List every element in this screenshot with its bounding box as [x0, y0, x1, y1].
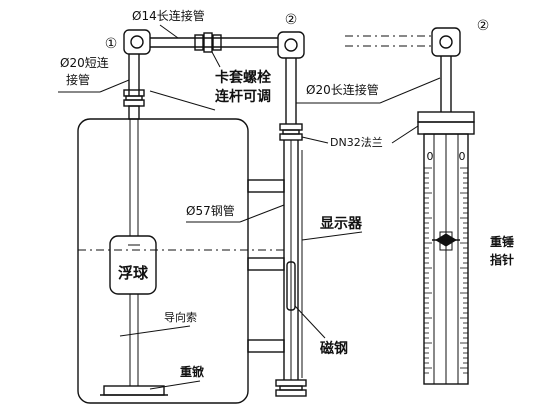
pipe-14-label: Ø14长连接管 [132, 8, 205, 23]
clamp-bolt-label-1: 卡套螺栓 [215, 69, 271, 86]
pivot-2-left-hole [284, 38, 298, 52]
weight-anchor [103, 385, 165, 396]
bottom-flange-top [275, 379, 307, 387]
tank-nozzle [128, 105, 140, 120]
clamp-bolt-leader-top [211, 51, 221, 68]
float-ball-label: 浮球 [118, 264, 149, 282]
display-flange-top [279, 123, 303, 131]
clamp-bolt-body [203, 32, 213, 53]
steel-pipe-leader [239, 204, 285, 223]
bracket-lower [247, 339, 285, 353]
flange-label: DN32法兰 [330, 135, 383, 149]
display-label: 显示器 [320, 216, 363, 232]
clamp-bolt-leader-left [149, 90, 216, 111]
marker-circle-2-right: ② [477, 18, 490, 34]
weight-pointer-label-2: 指针 [490, 252, 514, 267]
clamp-bolt-nut-right [212, 34, 222, 51]
display-leader [301, 231, 363, 241]
pivot-1-hole [130, 35, 144, 49]
weight-anchor-leader [149, 380, 201, 390]
tank-body [77, 118, 249, 404]
pipe-20-short-label-1: Ø20短连 [60, 55, 109, 70]
weight-pointer-label-1: 重锤 [490, 234, 514, 249]
magnetic-steel [286, 261, 296, 311]
clamp-bolt-nut-left [194, 34, 204, 51]
guide-cable-leader [119, 325, 191, 337]
tank-top-flange-top [123, 89, 145, 97]
tank-top-flange-bottom [123, 99, 145, 107]
pivot-2-left-block [277, 31, 305, 59]
magnetic-steel-leader [294, 305, 326, 339]
bottom-flange-bottom [275, 389, 307, 397]
pipe-20-short-label-2: 接管 [66, 72, 90, 87]
scale-zero-left: 0 [427, 150, 434, 163]
marker-circle-1: ① [105, 36, 118, 52]
pivot-2-right-hole [439, 35, 453, 49]
bracket-middle [247, 257, 285, 271]
pivot-2-right-block [431, 27, 461, 57]
pipe-20-long-leader-right [379, 77, 441, 104]
flange-leader-left [301, 136, 329, 144]
weight-pointer-frame [439, 231, 453, 251]
right-flange-top [417, 111, 475, 123]
right-flange-bottom [417, 121, 475, 135]
guide-cable-label: 导向索 [164, 310, 197, 324]
weight-anchor-label: 重锨 [180, 364, 204, 379]
magnetic-steel-label: 磁钢 [320, 340, 348, 357]
steel-pipe-label: Ø57钢管 [186, 203, 235, 218]
display-flange-bottom [279, 133, 303, 141]
pipe-20-short-leader [99, 79, 130, 93]
bracket-upper [247, 179, 285, 193]
flange-leader-right [391, 125, 419, 144]
scale-zero-right: 0 [459, 150, 466, 163]
pipe-14-leader [159, 24, 179, 39]
marker-circle-2-left: ② [285, 12, 298, 28]
pipe-20-long-label: Ø20长连接管 [306, 82, 379, 97]
float-ball [109, 235, 157, 295]
pivot-1-block [123, 29, 151, 55]
scale-ticks [424, 167, 468, 374]
clamp-bolt-label-2: 连杆可调 [215, 88, 271, 105]
